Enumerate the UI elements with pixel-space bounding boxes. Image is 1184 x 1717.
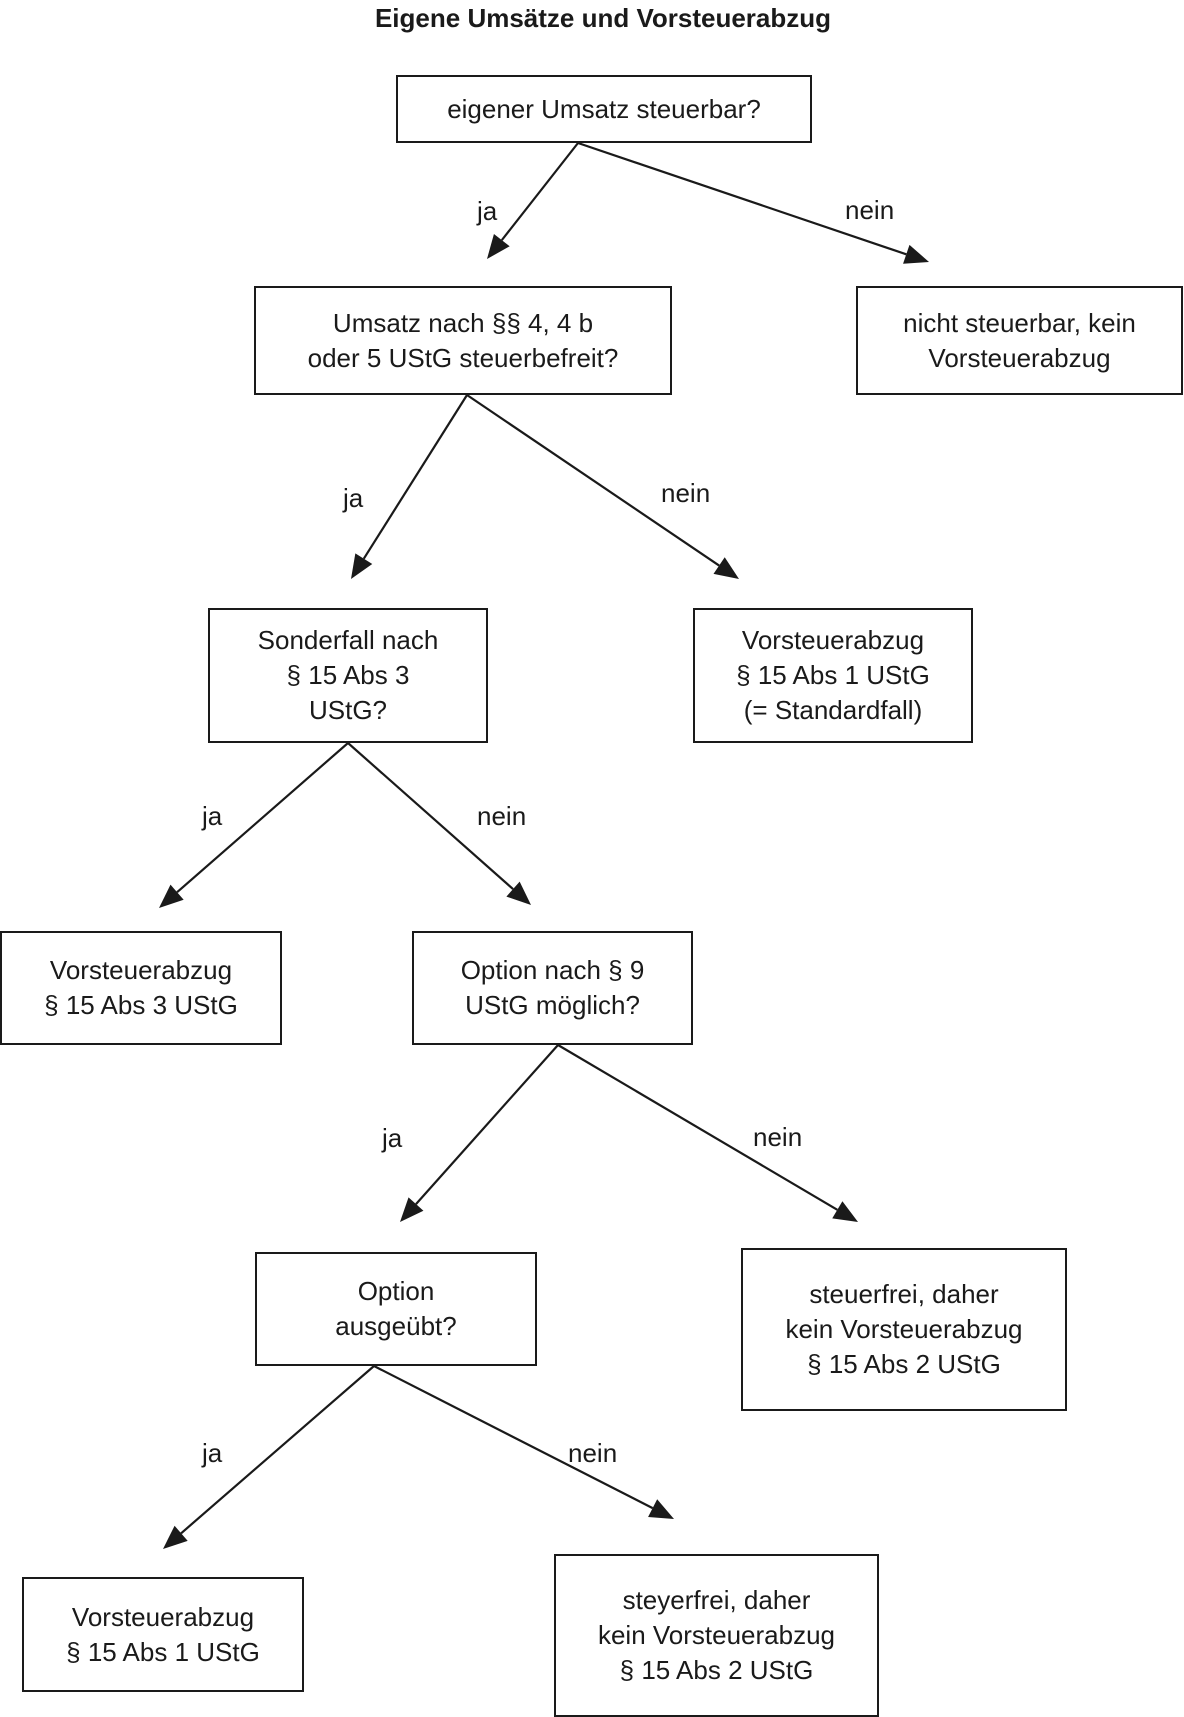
arrowhead-icon xyxy=(159,884,184,908)
node-q-steuerbefreit: Umsatz nach §§ 4, 4 b oder 5 UStG steuer… xyxy=(254,286,672,395)
node-text: Vorsteuerabzug xyxy=(49,955,233,985)
node-steuerfrei-2: steyerfrei, daher kein Vorsteuerabzug § … xyxy=(554,1554,879,1717)
node-text: kein Vorsteuerabzug xyxy=(597,1620,836,1650)
arrowhead-icon xyxy=(648,1499,674,1519)
edge-label-nein: nein xyxy=(661,478,711,508)
node-q-option-ausgeuebt: Option ausgeübt? xyxy=(255,1252,537,1366)
node-text: nicht steuerbar, kein xyxy=(903,307,1136,338)
connector-line xyxy=(373,1365,654,1510)
node-q-sonderfall: Sonderfall nach § 15 Abs 3 UStG? xyxy=(208,608,488,743)
node-text: § 15 Abs 2 UStG xyxy=(619,1655,814,1685)
node-vorsteuer-standard: Vorsteuerabzug § 15 Abs 1 UStG (= Standa… xyxy=(693,608,973,743)
node-text: § 15 Abs 3 UStG xyxy=(44,990,238,1020)
node-text: Vorsteuerabzug xyxy=(928,342,1111,373)
arrowhead-icon xyxy=(832,1201,858,1222)
edge-label-nein: nein xyxy=(568,1438,618,1468)
node-text: eigener Umsatz steuerbar? xyxy=(447,93,761,124)
node-q-option-moeglich: Option nach § 9 UStG möglich? xyxy=(412,931,693,1045)
connector-line xyxy=(176,742,349,894)
node-text: § 15 Abs 1 UStG xyxy=(66,1636,260,1667)
node-text: Vorsteuerabzug xyxy=(741,625,925,655)
node-text: steuerfrei, daher xyxy=(809,1279,999,1309)
connector-line xyxy=(415,1044,559,1205)
arrowhead-icon xyxy=(487,233,510,259)
node-vorsteuer-abs1: Vorsteuerabzug § 15 Abs 1 UStG xyxy=(22,1577,304,1692)
connector-line xyxy=(362,394,468,560)
node-nicht-steuerbar: nicht steuerbar, kein Vorsteuerabzug xyxy=(856,286,1183,395)
edge-label-ja: ja xyxy=(202,1438,223,1468)
node-text: UStG möglich? xyxy=(465,990,640,1020)
node-q-steuerbar: eigener Umsatz steuerbar? xyxy=(396,75,812,143)
node-text: steyerfrei, daher xyxy=(622,1585,811,1615)
connector-line xyxy=(466,394,720,567)
arrowhead-icon xyxy=(713,557,739,579)
edge-label-ja: ja xyxy=(202,801,223,831)
arrowhead-icon xyxy=(400,1197,424,1222)
edge-label-ja: ja xyxy=(343,483,364,513)
arrowhead-icon xyxy=(351,553,373,579)
node-text: § 15 Abs 2 UStG xyxy=(807,1349,1001,1379)
edge-label-ja: ja xyxy=(477,196,498,226)
node-text: Vorsteuerabzug xyxy=(71,1601,255,1632)
connector-line xyxy=(557,1044,838,1211)
node-text: Option xyxy=(357,1276,435,1306)
node-text: UStG? xyxy=(308,695,388,725)
node-text: Umsatz nach §§ 4, 4 b xyxy=(332,307,594,338)
diagram-title: Eigene Umsätze und Vorsteuerabzug xyxy=(374,3,832,33)
edge-label-nein: nein xyxy=(845,195,895,225)
node-text: ausgeübt? xyxy=(335,1311,457,1341)
arrowhead-icon xyxy=(163,1525,188,1549)
edge-label-ja: ja xyxy=(382,1123,403,1153)
node-text: Option nach § 9 xyxy=(460,955,645,985)
node-text: oder 5 UStG steuerbefreit? xyxy=(307,342,619,373)
connector-line xyxy=(577,141,907,256)
node-steuerfrei-1: steuerfrei, daher kein Vorsteuerabzug § … xyxy=(741,1248,1067,1411)
node-text: § 15 Abs 3 xyxy=(286,660,410,690)
connector-line xyxy=(347,742,514,890)
node-text: kein Vorsteuerabzug xyxy=(785,1314,1023,1344)
connector-line xyxy=(500,142,579,241)
edge-label-nein: nein xyxy=(477,801,527,831)
arrowhead-icon xyxy=(903,244,929,264)
node-text: Sonderfall nach xyxy=(257,625,439,655)
connector-line xyxy=(180,1365,375,1535)
arrowhead-icon xyxy=(506,881,531,905)
edge-label-nein: nein xyxy=(753,1122,803,1152)
node-text: § 15 Abs 1 UStG xyxy=(736,660,930,690)
node-text: (= Standardfall) xyxy=(743,695,923,725)
node-vorsteuer-abs3: Vorsteuerabzug § 15 Abs 3 UStG xyxy=(0,931,282,1045)
